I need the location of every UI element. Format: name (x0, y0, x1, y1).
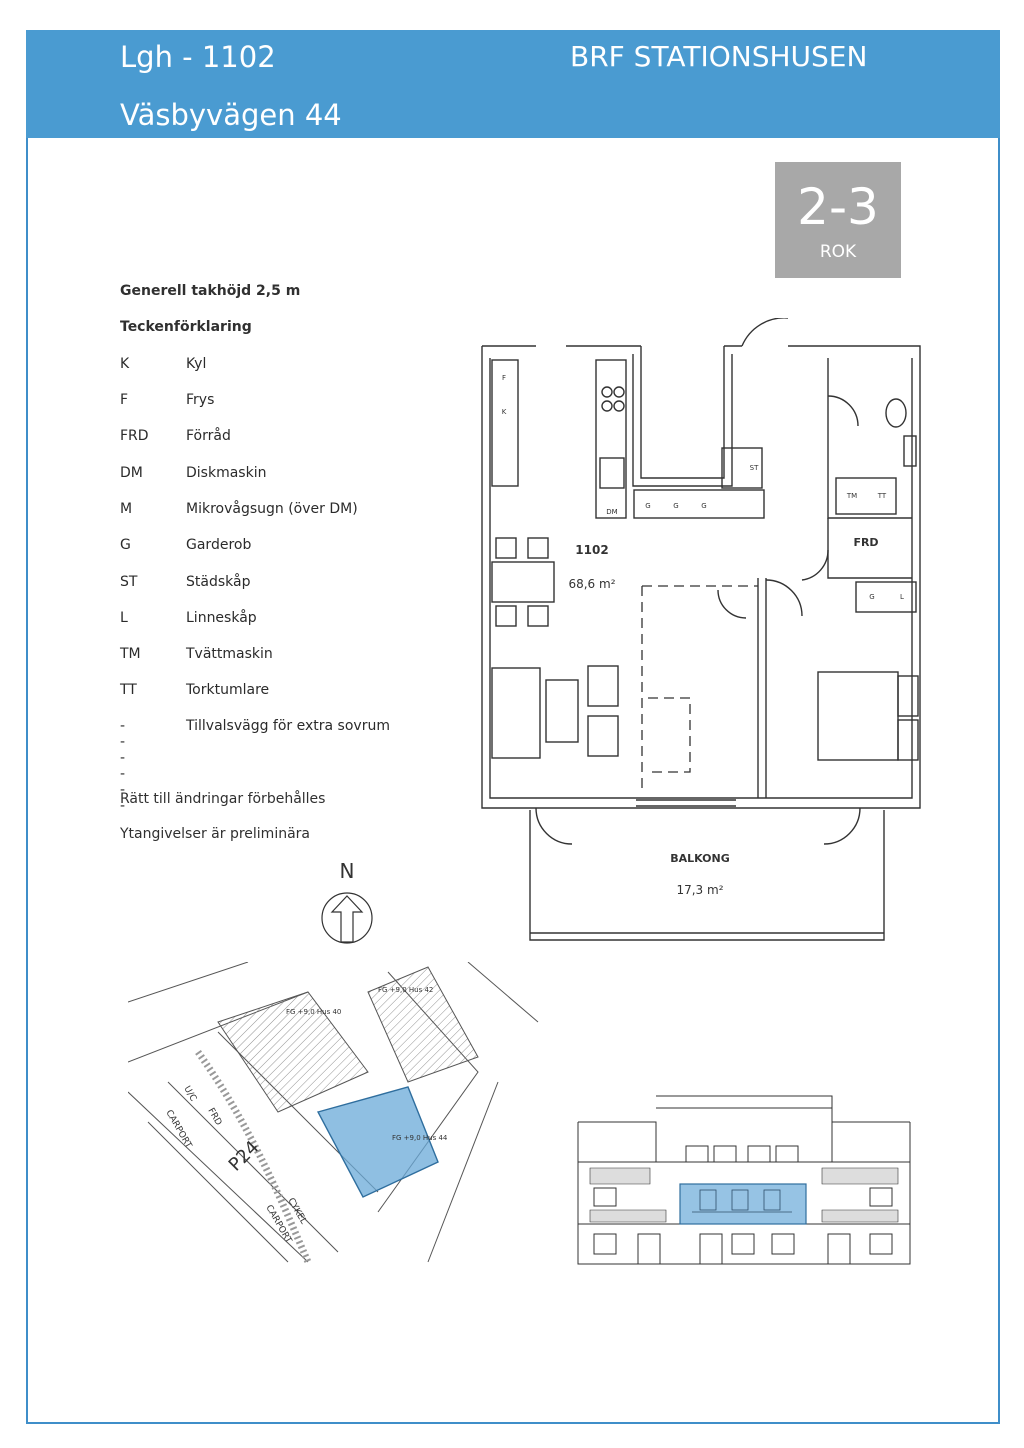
rooms-badge: 2-3 ROK (775, 162, 901, 278)
frd-label: FRD (205, 1107, 223, 1128)
legend-key: FRD (120, 428, 149, 444)
fp-label-k: K (502, 408, 507, 416)
fp-label-l: L (900, 593, 904, 601)
north-arrow-icon: N (321, 859, 373, 944)
legend-key: DM (120, 465, 143, 481)
legend-value: Tillvalsvägg för extra sovrum (186, 718, 390, 734)
cycle-label: CYKEL (285, 1197, 308, 1226)
legend-key: L (120, 610, 128, 626)
legend-value: Linneskåp (186, 610, 257, 626)
apartment-area: 68,6 m² (568, 577, 615, 591)
balcony-label: BALKONG (670, 852, 730, 865)
fp-label-g3: G (701, 502, 706, 510)
disclaimer-areas: Ytangivelser är preliminära (120, 826, 310, 842)
legend-key: TM (120, 646, 141, 662)
storage-label: FRD (853, 536, 878, 549)
ceiling-height: Generell takhöjd 2,5 m (120, 283, 301, 299)
legend-key: ------ (120, 718, 126, 814)
legend-value: Mikrovågsugn (över DM) (186, 501, 358, 517)
rooms-unit: ROK (819, 242, 857, 262)
address: Väsbyvägen 44 (120, 98, 342, 132)
legend-value: Frys (186, 392, 215, 408)
association-name: BRF STATIONSHUSEN (570, 40, 868, 73)
parking-label: P24 (225, 1137, 264, 1176)
highlighted-apartment-facade (679, 1183, 807, 1225)
hus42-label: FG +9,0 Hus 42 (378, 986, 433, 994)
facade-elevation (577, 1095, 911, 1265)
legend-value: Tvättmaskin (186, 646, 273, 662)
fp-label-g2: G (673, 502, 678, 510)
legend-value: Städskåp (186, 574, 251, 590)
compass-label: N (340, 859, 355, 883)
legend-title: Teckenförklaring (120, 319, 252, 335)
apartment-number: Lgh - 1102 (120, 40, 276, 74)
fp-label-dm: DM (606, 508, 617, 516)
legend-key: K (120, 356, 130, 372)
fp-label-tt: TT (877, 492, 887, 500)
legend-value: Garderob (186, 537, 252, 553)
site-plan: P24 CARPORT CARPORT CYKEL U/C FRD FG +9,… (128, 962, 539, 1264)
legend-key: M (120, 501, 133, 517)
highlighted-building (316, 1086, 439, 1198)
legend-key: ST (120, 574, 138, 590)
fp-label-tm: TM (846, 492, 857, 500)
disclaimer-changes: Rätt till ändringar förbehålles (120, 791, 326, 807)
legend-value: Kyl (186, 356, 207, 372)
legend-key: G (120, 537, 131, 553)
hus44-label: FG +9,0 Hus 44 (392, 1134, 448, 1142)
legend-key: F (120, 392, 129, 408)
fp-label-f: F (502, 374, 506, 382)
uc-label: U/C (181, 1085, 198, 1104)
balcony-area: 17,3 m² (676, 883, 723, 897)
header-banner: Lgh - 1102 Väsbyvägen 44 BRF STATIONSHUS… (26, 30, 1000, 138)
fp-label-g1: G (645, 502, 650, 510)
legend-key: TT (120, 682, 137, 698)
legend-value: Diskmaskin (186, 465, 267, 481)
floor-plan: F K DM ST G G G G L TM TT 1102 68,6 m² F… (481, 318, 921, 941)
apartment-label: 1102 (575, 543, 608, 557)
rooms-count: 2-3 (797, 178, 879, 236)
fp-label-g4: G (869, 593, 874, 601)
legend-value: Torktumlare (186, 682, 270, 698)
legend-value: Förråd (186, 428, 231, 444)
fp-label-st: ST (750, 464, 759, 472)
hus40-label: FG +9,0 Hus 40 (286, 1008, 341, 1016)
